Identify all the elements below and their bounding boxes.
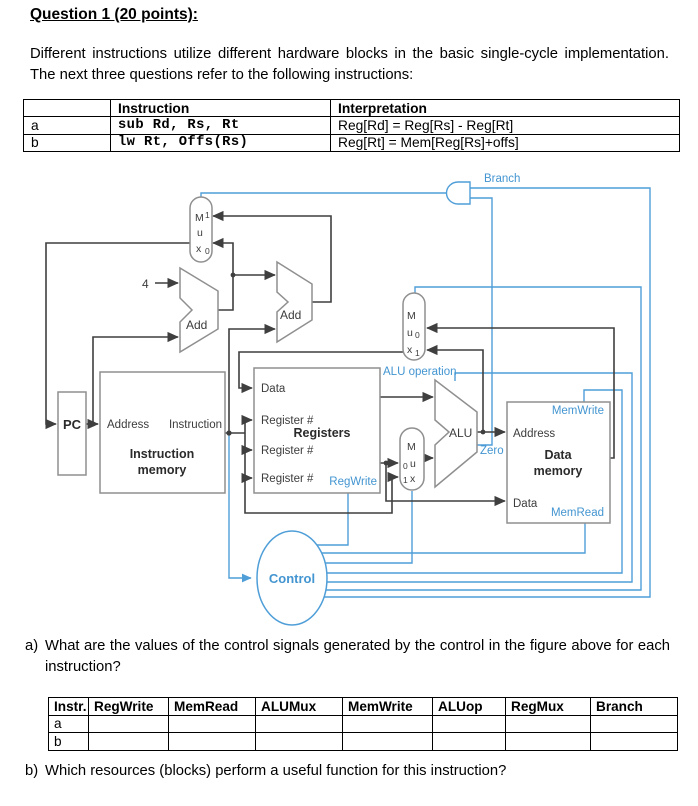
empty-cell — [590, 732, 678, 751]
mux-letter: M — [407, 310, 416, 322]
table-row: b — [48, 732, 678, 751]
empty-cell — [168, 732, 256, 751]
alu-block — [434, 378, 478, 489]
mux-letter: x — [407, 344, 413, 356]
page-title: Question 1 (20 points): — [30, 6, 198, 23]
signal-header: Instr. — [48, 697, 89, 716]
empty-cell — [505, 714, 591, 734]
control-label: Control — [269, 571, 315, 586]
register-port-label: Register # — [261, 415, 314, 427]
row-label: a — [48, 714, 89, 734]
table-row: b lw Rt, Offs(Rs) Reg[Rt] = Mem[Reg[Rs]+… — [23, 133, 680, 153]
empty-cell — [342, 714, 433, 734]
empty-cell — [88, 732, 169, 751]
pc-block — [57, 391, 87, 476]
add-label: Add — [280, 308, 301, 322]
branch-signal-label: Branch — [484, 173, 520, 185]
data-memory-block — [506, 401, 611, 524]
data-memory-label: Data — [544, 448, 572, 462]
signal-header: RegMux — [505, 697, 591, 716]
pc-adder — [179, 266, 219, 354]
signal-table-header-row: Instr. RegWrite MemRead ALUMux MemWrite … — [48, 697, 678, 716]
mux-letter: u — [197, 227, 203, 239]
control-wires — [200, 187, 651, 598]
alu-label: ALU — [449, 426, 472, 440]
instruction-memory-label: Instruction — [130, 447, 195, 461]
data-port-label: Data — [513, 498, 538, 510]
mux-letter: x — [410, 473, 416, 485]
data-port-label: Data — [261, 383, 286, 395]
mux-input-1-label: 1 — [205, 210, 210, 220]
alu-operation-signal-label: ALU operation — [383, 366, 457, 378]
empty-cell — [255, 732, 343, 751]
row-label: b — [48, 732, 89, 751]
empty-cell — [590, 714, 678, 734]
control-signal-table: Instr. RegWrite MemRead ALUMux MemWrite … — [48, 697, 678, 751]
registers-label: Registers — [294, 426, 351, 440]
mux-letter: x — [196, 243, 202, 255]
signal-header: ALUMux — [255, 697, 343, 716]
mux-input-1-label: 1 — [403, 475, 408, 485]
empty-cell — [168, 714, 256, 734]
intro-paragraph: Different instructions utilize different… — [30, 46, 669, 84]
instruction-memory-label: memory — [138, 463, 187, 477]
alu-source-mux — [399, 427, 425, 491]
empty-cell — [255, 714, 343, 734]
signal-header: RegWrite — [88, 697, 169, 716]
mux-input-0-label: 0 — [403, 461, 408, 471]
register-port-label: Register # — [261, 473, 314, 485]
mux-letter: M — [195, 212, 204, 224]
memread-signal-label: MemRead — [551, 507, 604, 519]
question-b-label: b) — [25, 763, 39, 779]
instruction-memory-block — [99, 371, 226, 494]
question-b-text: Which resources (blocks) perform a usefu… — [45, 763, 507, 779]
signal-header: ALUop — [432, 697, 506, 716]
add-label: Add — [186, 318, 207, 332]
interpretation-cell: Reg[Rt] = Mem[Reg[Rs]+offs] — [330, 133, 680, 153]
signal-header: MemRead — [168, 697, 256, 716]
branch-and-gate — [445, 181, 471, 205]
question-b: b) Which resources (blocks) perform a us… — [25, 761, 685, 782]
signal-header: Branch — [590, 697, 678, 716]
register-port-label: Register # — [261, 445, 314, 457]
mux-input-1-label: 1 — [415, 348, 420, 358]
pc-source-mux — [189, 196, 213, 263]
registers-block — [253, 367, 381, 494]
empty-cell — [432, 732, 506, 751]
empty-cell — [505, 732, 591, 751]
mux-input-0-label: 0 — [415, 330, 420, 340]
instruction-port-label: Instruction — [169, 419, 222, 431]
control-block — [256, 530, 328, 626]
question-a-text: What are the values of the control signa… — [45, 638, 670, 676]
mux-letter: u — [410, 458, 416, 470]
empty-cell — [432, 714, 506, 734]
question-a-label: a) — [25, 638, 39, 654]
zero-signal-label: Zero — [480, 445, 504, 457]
signal-header: MemWrite — [342, 697, 433, 716]
branch-adder — [276, 260, 313, 344]
data-memory-label: memory — [534, 464, 583, 478]
instruction-table: Instruction Interpretation a sub Rd, Rs,… — [23, 98, 680, 153]
mux-input-0-label: 0 — [205, 246, 210, 256]
pc-label: PC — [63, 417, 82, 432]
empty-cell — [342, 732, 433, 751]
question-a: a) What are the values of the control si… — [25, 636, 670, 679]
writeback-mux — [402, 292, 426, 361]
wire-junctions — [90, 272, 486, 481]
memwrite-signal-label: MemWrite — [552, 405, 604, 417]
mux-letter: M — [407, 441, 416, 453]
regwrite-signal-label: RegWrite — [329, 476, 377, 488]
mux-letter: u — [407, 327, 413, 339]
constant-four-label: 4 — [142, 277, 149, 291]
address-port-label: Address — [107, 419, 149, 431]
table-row: a — [48, 714, 678, 734]
empty-cell — [88, 714, 169, 734]
address-port-label: Address — [513, 428, 555, 440]
instruction-cell: lw Rt, Offs(Rs) — [110, 133, 331, 153]
